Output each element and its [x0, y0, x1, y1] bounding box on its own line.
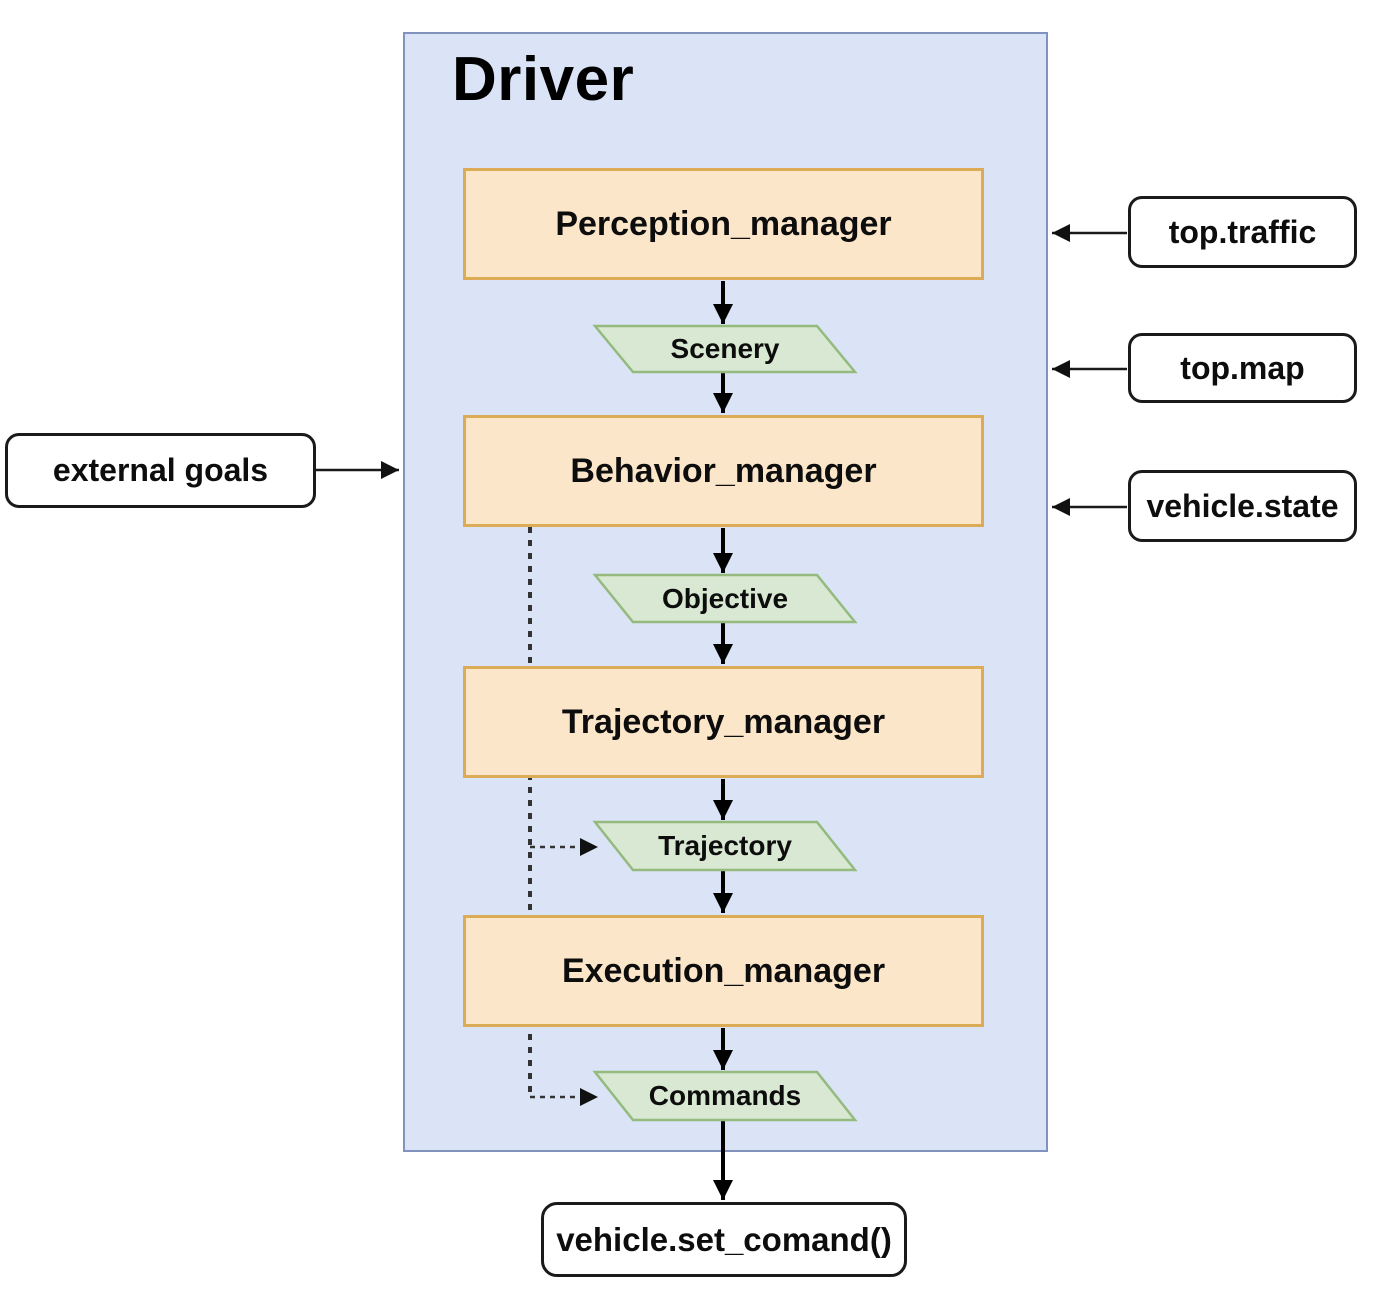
vehicle-set-comand-box: vehicle.set_comand(): [541, 1202, 907, 1277]
perception-manager-box: Perception_manager: [463, 168, 984, 280]
execution-manager-box: Execution_manager: [463, 915, 984, 1027]
external-goals-box: external goals: [5, 433, 316, 508]
behavior-manager-label: Behavior_manager: [570, 451, 877, 490]
perception-manager-label: Perception_manager: [555, 204, 892, 243]
commands-label: Commands: [648, 1080, 802, 1111]
top-map-box: top.map: [1128, 333, 1357, 403]
execution-manager-label: Execution_manager: [561, 951, 886, 990]
vehicle-set-comand-label: vehicle.set_comand(): [556, 1220, 892, 1258]
scenery-label: Scenery: [670, 333, 780, 364]
vehicle-state-label: vehicle.state: [1146, 487, 1339, 524]
driver-container-title: Driver: [452, 44, 635, 114]
top-map-label: top.map: [1180, 349, 1305, 386]
objective-label: Objective: [661, 582, 789, 614]
top-traffic-box: top.traffic: [1128, 196, 1357, 268]
external-goals-label: external goals: [52, 452, 269, 488]
behavior-manager-box: Behavior_manager: [463, 415, 984, 527]
trajectory-label: Trajectory: [658, 830, 792, 861]
trajectory-manager-label: Trajectory_manager: [561, 702, 886, 741]
vehicle-state-box: vehicle.state: [1128, 470, 1357, 542]
trajectory-manager-box: Trajectory_manager: [463, 666, 984, 778]
top-traffic-label: top.traffic: [1168, 213, 1317, 250]
